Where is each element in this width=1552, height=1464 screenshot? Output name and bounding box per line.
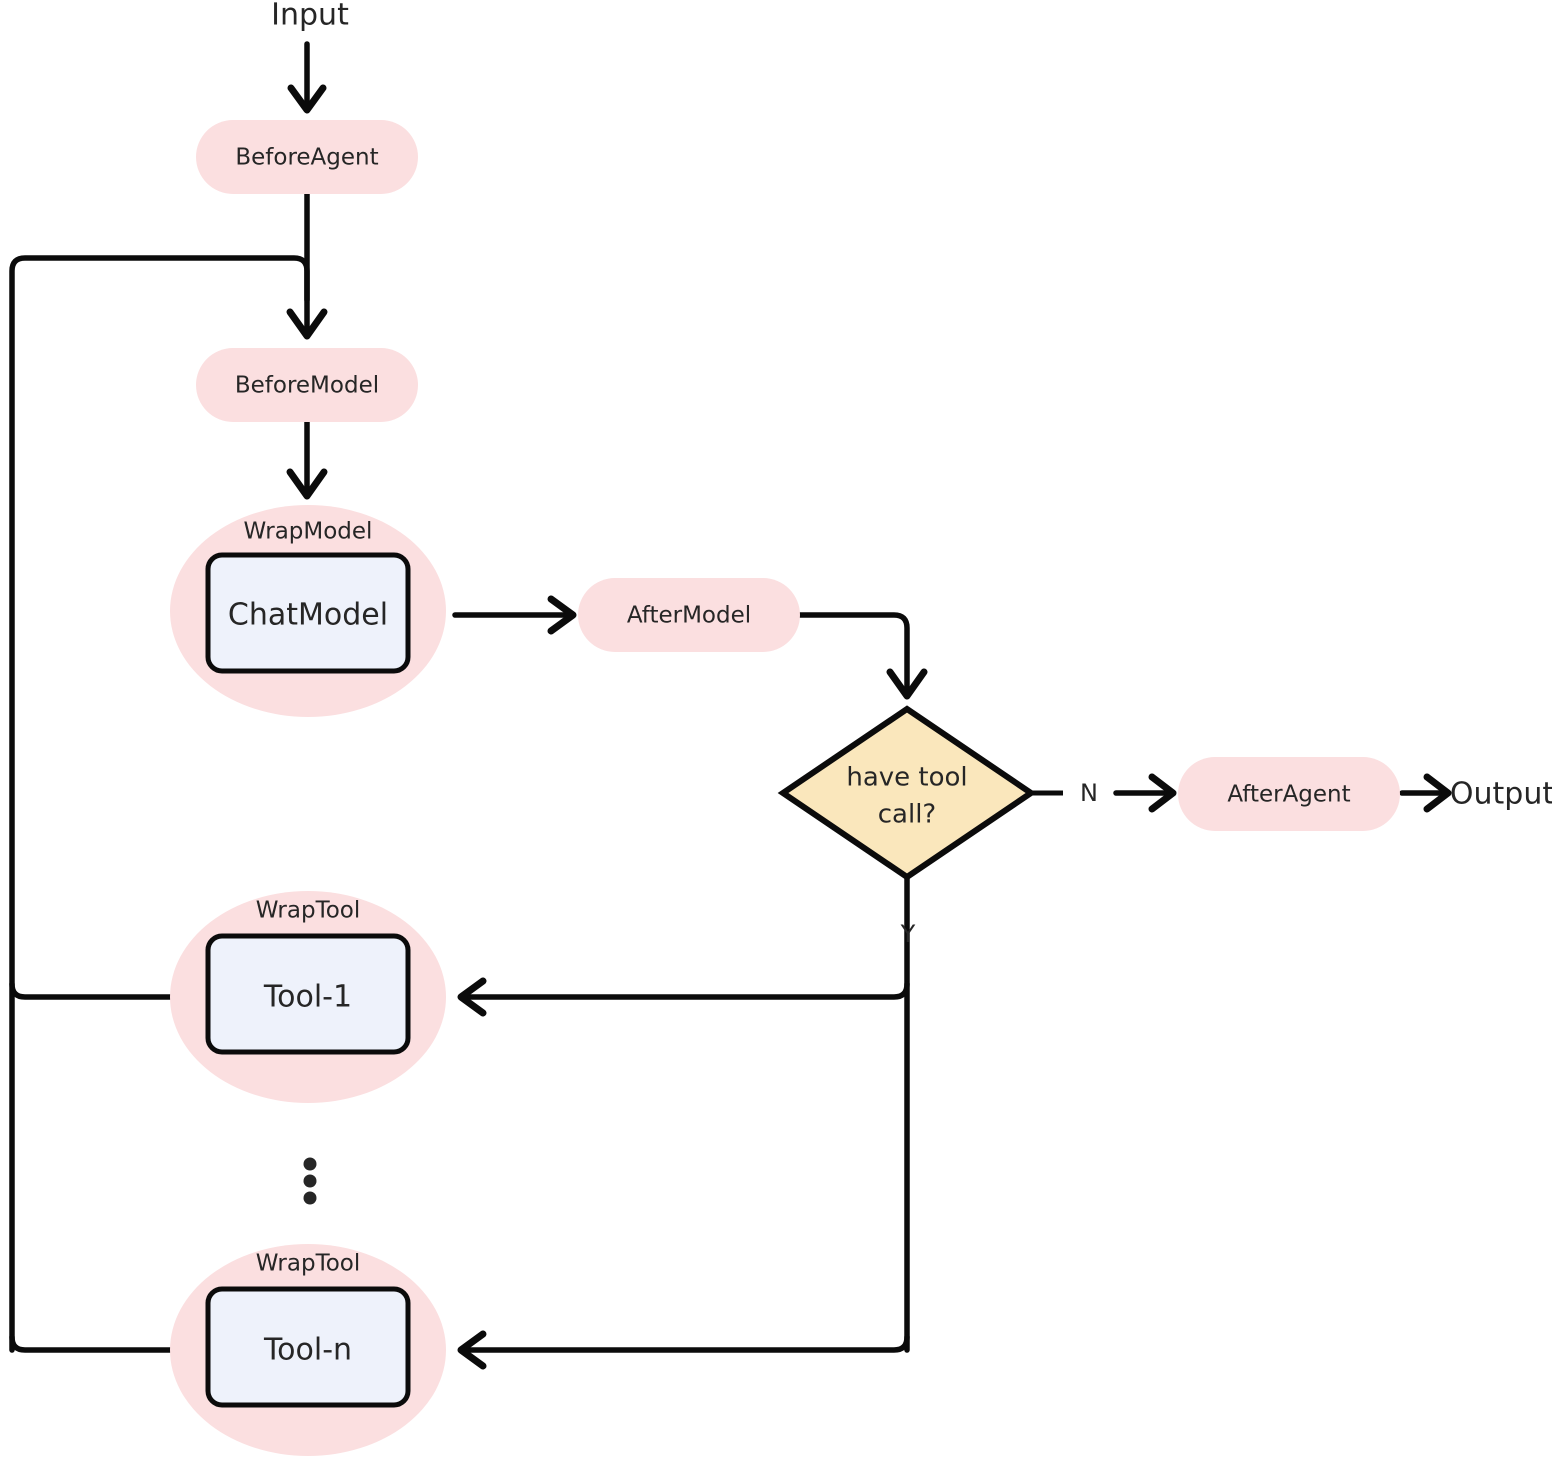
edge-beforeagent-to-beforemodel bbox=[286, 187, 328, 340]
after-model-label: AfterModel bbox=[627, 603, 751, 629]
edge-beforemodel-to-wrapmodel bbox=[286, 412, 328, 500]
before-agent-pill-shape bbox=[196, 120, 418, 194]
node-tool-1[interactable]: Tool-1 bbox=[205, 933, 411, 1055]
chat-model-box-shape bbox=[205, 552, 411, 674]
node-after-model[interactable]: AfterModel bbox=[578, 578, 800, 652]
node-after-agent[interactable]: AfterAgent bbox=[1178, 757, 1400, 831]
tool-n-label: Tool-n bbox=[263, 1333, 352, 1368]
before-agent-label: BeforeAgent bbox=[235, 145, 378, 171]
node-wrap-model[interactable]: WrapModel ChatModel bbox=[170, 505, 446, 717]
edge-input-to-beforeagent bbox=[287, 41, 327, 114]
tool-1-box-shape bbox=[205, 933, 411, 1055]
ellipsis-dot-2 bbox=[303, 1174, 317, 1188]
wrap-tool-1-label: WrapTool bbox=[256, 898, 361, 924]
decision-label-line2: call? bbox=[878, 800, 936, 830]
tool-1-label: Tool-1 bbox=[263, 980, 352, 1015]
edge-label-yes: Y bbox=[900, 920, 916, 948]
after-agent-label: AfterAgent bbox=[1227, 782, 1350, 808]
edge-label-no: N bbox=[1080, 779, 1098, 807]
ellipsis-dot-3 bbox=[303, 1191, 317, 1205]
node-before-agent[interactable]: BeforeAgent bbox=[196, 120, 418, 194]
node-before-model[interactable]: BeforeModel bbox=[196, 348, 418, 422]
edge-chatmodel-to-aftermodel bbox=[452, 595, 577, 635]
node-wrap-tool-n[interactable]: WrapTool Tool-n bbox=[170, 1244, 446, 1456]
node-wrap-tool-1[interactable]: WrapTool Tool-1 bbox=[170, 891, 446, 1103]
node-decision-have-tool-call[interactable]: have tool call? bbox=[777, 705, 1037, 881]
edge-tool1-return bbox=[9, 981, 201, 1000]
edge-decision-yes-to-tools bbox=[457, 873, 910, 1370]
decision-diamond-shape bbox=[777, 705, 1037, 881]
node-chat-model[interactable]: ChatModel bbox=[205, 552, 411, 674]
edge-aftermodel-to-decision bbox=[797, 612, 928, 700]
output-label: Output bbox=[1450, 777, 1552, 812]
wrap-tool-n-label: WrapTool bbox=[256, 1251, 361, 1277]
before-model-label: BeforeModel bbox=[235, 373, 379, 399]
edge-tooln-return bbox=[9, 1334, 201, 1353]
decision-label-line1: have tool bbox=[846, 763, 967, 793]
tools-ellipsis bbox=[303, 1157, 317, 1205]
node-tool-n[interactable]: Tool-n bbox=[205, 1286, 411, 1408]
after-agent-pill-shape bbox=[1178, 757, 1400, 831]
edge-afteragent-to-output bbox=[1399, 773, 1452, 813]
tool-n-box-shape bbox=[205, 1286, 411, 1408]
input-label: Input bbox=[271, 0, 349, 33]
ellipsis-dot-1 bbox=[303, 1157, 317, 1171]
after-model-pill-shape bbox=[578, 578, 800, 652]
before-model-pill-shape bbox=[196, 348, 418, 422]
edge-decision-no-to-afteragent bbox=[1031, 773, 1177, 813]
chat-model-label: ChatModel bbox=[228, 598, 388, 633]
wrap-model-label: WrapModel bbox=[244, 519, 373, 545]
edge-tool-feedback-return bbox=[9, 255, 310, 1353]
